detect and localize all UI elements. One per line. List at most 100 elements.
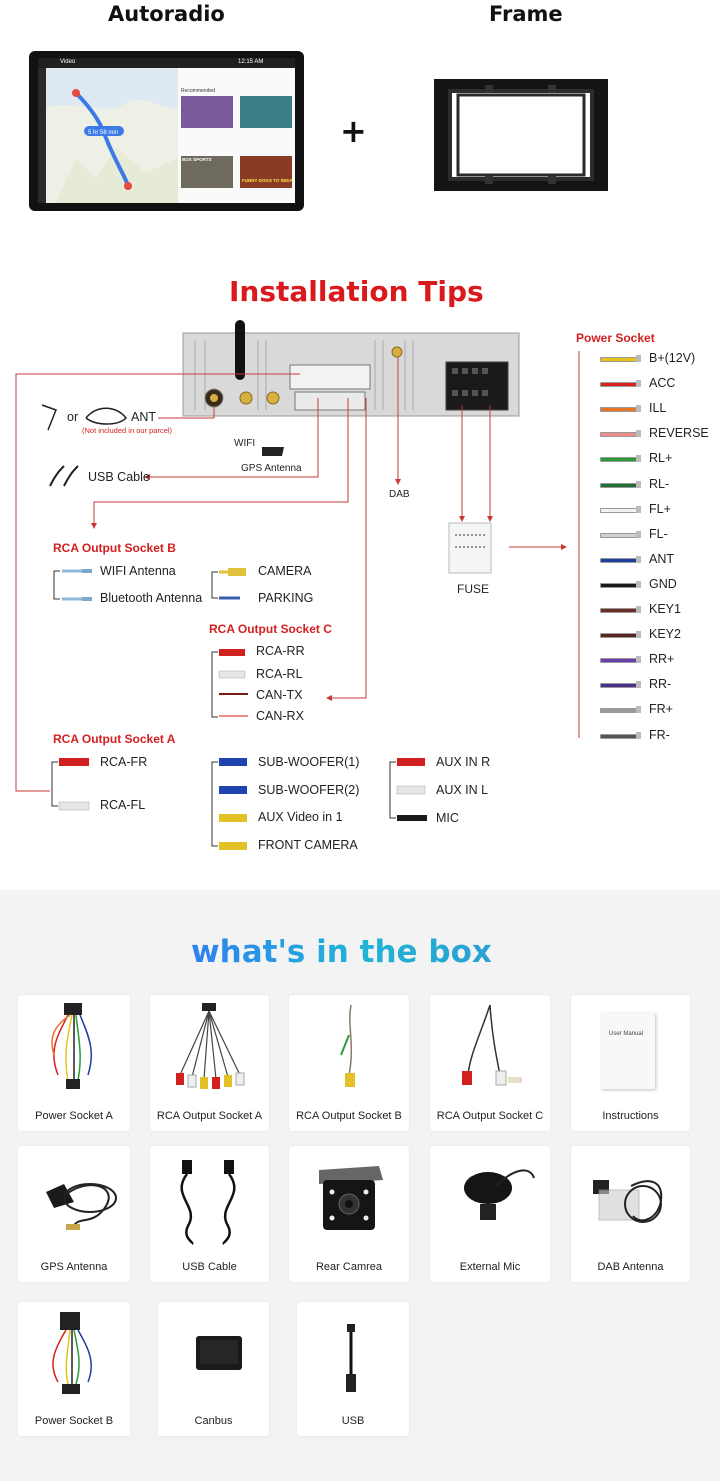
power-wire-label: FR+ xyxy=(649,702,673,717)
rear-camera-image xyxy=(319,1166,383,1230)
installation-title: Installation Tips xyxy=(229,275,484,308)
power-wire-row: REVERSE xyxy=(600,426,710,441)
rca-a-subwoofer-2: SUB-WOOFER(2) xyxy=(258,783,360,797)
connector-secondary xyxy=(294,391,366,411)
rca-a-aux-in-r: AUX IN R xyxy=(436,755,491,769)
box-item-label: USB xyxy=(341,1415,365,1427)
power-wire-row: RR- xyxy=(600,677,710,692)
power-wire-label: RL+ xyxy=(649,451,673,466)
box-item-gps-antenna: GPS Antenna xyxy=(18,1146,130,1282)
gps-socket xyxy=(266,391,280,405)
box-item-rca-output-socket-c: RCA Output Socket C xyxy=(430,995,550,1131)
video-thumb-2 xyxy=(240,96,292,128)
rca-b-title: RCA Output Socket B xyxy=(53,541,176,555)
rca-a-subwoofer-1: SUB-WOOFER(1) xyxy=(258,755,360,769)
video-thumb-4 xyxy=(240,156,292,188)
box-item-power-socket-a: Power Socket A xyxy=(18,995,130,1131)
rca-output-socket-a-image xyxy=(176,1003,245,1089)
power-wire-row: ILL xyxy=(600,401,710,416)
connector-main xyxy=(289,364,371,390)
map-view: 5 hr 58 min xyxy=(46,68,178,203)
power-wire xyxy=(600,532,640,538)
power-wire-row: RL+ xyxy=(600,451,710,466)
manual-title: User Manual xyxy=(609,1031,644,1037)
fuse-label: FUSE xyxy=(457,582,490,596)
power-wire-label: FR- xyxy=(649,727,670,742)
rca-a-aux-video: AUX Video in 1 xyxy=(258,810,343,824)
autoradio-screen: Video 12:15 AM 5 hr 58 min Recommended B… xyxy=(38,58,295,203)
box-item-external-mic: External Mic xyxy=(430,1146,550,1282)
map-eta: 5 hr 58 min xyxy=(88,130,118,136)
rca-b-parking: PARKING xyxy=(258,591,314,605)
screen-app-label: Video xyxy=(60,59,76,65)
screen-time: 12:15 AM xyxy=(238,59,264,65)
box-item-canbus: Canbus xyxy=(158,1302,269,1436)
autoradio-title: Autoradio xyxy=(108,2,225,26)
power-wire-row: RR+ xyxy=(600,652,710,667)
box-item-rear-camera: Rear Camrea xyxy=(289,1146,409,1282)
gps-label: GPS Antenna xyxy=(241,463,302,474)
usb-cable-icon xyxy=(49,465,79,487)
box-item-rca-output-socket-b: RCA Output Socket B xyxy=(289,995,409,1131)
plus-sign: + xyxy=(340,112,367,150)
box-item-label: USB Cable xyxy=(182,1261,237,1273)
power-socket-a-image xyxy=(51,1003,93,1089)
rca-b-camera: CAMERA xyxy=(258,564,312,578)
power-wire xyxy=(600,482,640,488)
power-wire-row: RL- xyxy=(600,477,710,492)
wifi-antenna xyxy=(235,320,245,380)
power-wire xyxy=(600,608,640,613)
ant-or-label: or xyxy=(67,410,79,424)
power-wire xyxy=(600,407,640,413)
canbus-image xyxy=(196,1336,242,1370)
rca-output-socket-c-image xyxy=(462,1004,522,1086)
map-end-pin xyxy=(124,182,132,190)
power-wire-label: RR- xyxy=(649,677,672,692)
power-wire-row: FL- xyxy=(600,527,710,542)
power-wire-label: GND xyxy=(649,576,677,591)
fuse-box xyxy=(448,522,492,574)
box-item-label: RCA Output Socket B xyxy=(296,1110,402,1122)
power-wire-terminal xyxy=(636,631,641,639)
rca-output-socket-b-image xyxy=(340,1004,355,1087)
box-item-usb-cable: USB Cable xyxy=(150,1146,269,1282)
power-wire-terminal xyxy=(636,555,641,563)
power-wire-terminal xyxy=(636,606,641,613)
power-wire-row: ACC xyxy=(600,376,710,391)
video-tile-1-label: BOX SPORTS xyxy=(182,157,212,162)
video-thumb-3 xyxy=(181,156,233,188)
power-wire xyxy=(600,733,640,739)
wifi-label: WIFI xyxy=(234,438,256,449)
rca-a-front-camera: FRONT CAMERA xyxy=(258,838,358,852)
box-item-label: External Mic xyxy=(459,1261,521,1273)
box-item-power-socket-b: Power Socket B xyxy=(18,1302,130,1436)
manual-image: User Manual xyxy=(601,1013,655,1089)
box-item-label: RCA Output Socket C xyxy=(436,1110,544,1122)
power-wire xyxy=(600,557,640,563)
external-mic-image xyxy=(464,1169,535,1220)
power-wire-label: ACC xyxy=(649,376,676,391)
wiring-diagram xyxy=(15,320,580,850)
screen-status-bar: Video 12:15 AM xyxy=(38,58,295,68)
video-panel: Recommended BOX SPORTS FUNNY DOGS TO IND… xyxy=(178,68,295,203)
video-tile-2-label: FUNNY DOGS TO INDIA xyxy=(242,178,293,183)
box-item-dab-antenna: DAB Antenna xyxy=(571,1146,690,1282)
gps-antenna-icon xyxy=(262,447,284,456)
rca-c-can-tx: CAN-TX xyxy=(256,688,303,702)
power-wire-terminal xyxy=(636,681,641,689)
power-wire xyxy=(600,683,640,689)
box-item-label: DAB Antenna xyxy=(597,1261,664,1273)
video-thumb-1 xyxy=(181,96,233,128)
power-wire-label: ILL xyxy=(649,401,667,416)
box-item-label: GPS Antenna xyxy=(40,1261,108,1273)
dab-label: DAB xyxy=(389,489,410,500)
power-wire-terminal xyxy=(636,380,641,388)
frame-image xyxy=(434,79,608,191)
power-wire-row: ANT xyxy=(600,552,710,567)
rca-b-wifi-antenna: WIFI Antenna xyxy=(100,564,176,578)
usb-image xyxy=(346,1324,356,1392)
power-wire xyxy=(600,633,640,639)
ant-icons xyxy=(41,404,127,431)
power-wire xyxy=(600,432,640,438)
power-wire-label: FL+ xyxy=(649,501,671,516)
